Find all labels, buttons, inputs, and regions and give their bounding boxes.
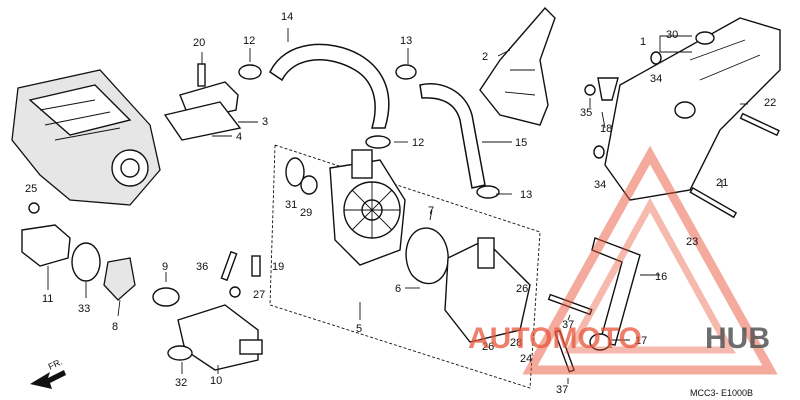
hose-15-part	[419, 83, 486, 189]
callout-label: 17	[635, 335, 647, 347]
o-ring-33-part	[71, 242, 101, 282]
callout-label: 28	[510, 337, 522, 349]
grommet-34-upper-part	[650, 51, 662, 65]
callout-label: 10	[210, 375, 222, 387]
callout-label: 35	[580, 107, 592, 119]
callout-label: 23	[686, 236, 698, 248]
callout-label: 6	[395, 283, 401, 295]
thermostat-8-part	[103, 257, 136, 301]
callout-label: 26	[516, 283, 528, 295]
bolt-20-part	[197, 63, 206, 87]
assembly-boundary	[269, 144, 541, 389]
cap-11-part	[21, 224, 71, 267]
bolt-36-part	[220, 250, 238, 282]
thermostat-housing-10-part	[177, 304, 259, 371]
callout-label: 12	[412, 137, 424, 149]
callout-label: 14	[281, 11, 293, 23]
hose-clamp-13-upper	[395, 64, 417, 80]
bolt-22-part	[739, 112, 780, 137]
hose-clamp-12-lower	[365, 135, 391, 149]
callout-label: 24	[520, 353, 532, 365]
diagram-code: MCC3- E1000B	[690, 388, 753, 398]
callout-label: 3	[262, 116, 268, 128]
callout-label: 26	[482, 341, 494, 353]
callout-label: 22	[764, 97, 776, 109]
callout-label: 31	[285, 199, 297, 211]
callout-label: 7	[428, 205, 434, 217]
callout-label: 16	[655, 271, 667, 283]
o-ring-7-part	[405, 227, 449, 285]
callout-label: 33	[78, 303, 90, 315]
bracket-2-part	[479, 6, 556, 126]
o-ring-9-part	[152, 287, 180, 307]
washer-17-part	[589, 333, 611, 351]
callout-label: 27	[253, 289, 265, 301]
callout-label: 29	[300, 207, 312, 219]
callout-label: 34	[650, 73, 662, 85]
bolt-35-part	[584, 84, 596, 96]
hose-clamp-13-lower	[476, 185, 500, 199]
front-arrow-icon	[30, 370, 66, 389]
callout-label: 13	[400, 35, 412, 47]
callout-label: 36	[196, 261, 208, 273]
callout-label: 9	[162, 261, 168, 273]
callout-label: 13	[520, 189, 532, 201]
cap-30-part	[695, 31, 715, 45]
callout-label: 25	[25, 183, 37, 195]
front-marker-label: FR.	[47, 357, 64, 372]
callout-label: 8	[112, 321, 118, 333]
callout-label: 37	[556, 384, 568, 396]
o-ring-32-part	[167, 345, 193, 361]
oil-seal-31-part	[285, 157, 305, 187]
callout-label: 2	[482, 51, 488, 63]
callout-label: 20	[193, 37, 205, 49]
callout-label: 11	[42, 293, 53, 305]
callout-label: 1	[640, 36, 646, 48]
grommet-34-lower-part	[593, 145, 605, 159]
callout-label: 19	[272, 261, 284, 273]
callout-label: 5	[356, 323, 362, 335]
bolt-37-lower-part	[554, 329, 575, 373]
clip-18-part	[597, 77, 619, 101]
callout-label: 12	[243, 35, 255, 47]
washer-27-part	[229, 286, 241, 298]
water-pump-body-part	[329, 149, 406, 266]
callout-labels: 1 2 3 4 5 6 7 8 9 10 11 12 12 13 13 14 1…	[25, 11, 776, 396]
cylinder-head-part	[11, 69, 161, 206]
watermark-logo-icon	[522, 145, 778, 375]
bolt-37-upper-part	[547, 293, 593, 316]
callout-label: 32	[175, 377, 187, 389]
gasket-4-part	[163, 101, 242, 141]
callout-label: 30	[666, 29, 678, 41]
hose-14-part	[269, 43, 390, 129]
o-ring-29-part	[300, 175, 318, 195]
callout-label: 4	[236, 131, 242, 143]
watermark-text-automoto: AUTOMOTO	[468, 322, 642, 355]
watermark-text-hub: HUB	[705, 322, 770, 355]
bolt-25-part	[28, 202, 40, 214]
callout-label: 37	[562, 319, 574, 331]
callout-label: 34	[594, 179, 606, 191]
sensor-19-part	[251, 255, 261, 277]
callout-label: 18	[600, 123, 612, 135]
callout-label: 15	[515, 137, 527, 149]
bolt-23-part	[689, 186, 738, 219]
hose-clamp-12-upper	[238, 64, 262, 80]
callout-label: 21	[716, 177, 728, 189]
